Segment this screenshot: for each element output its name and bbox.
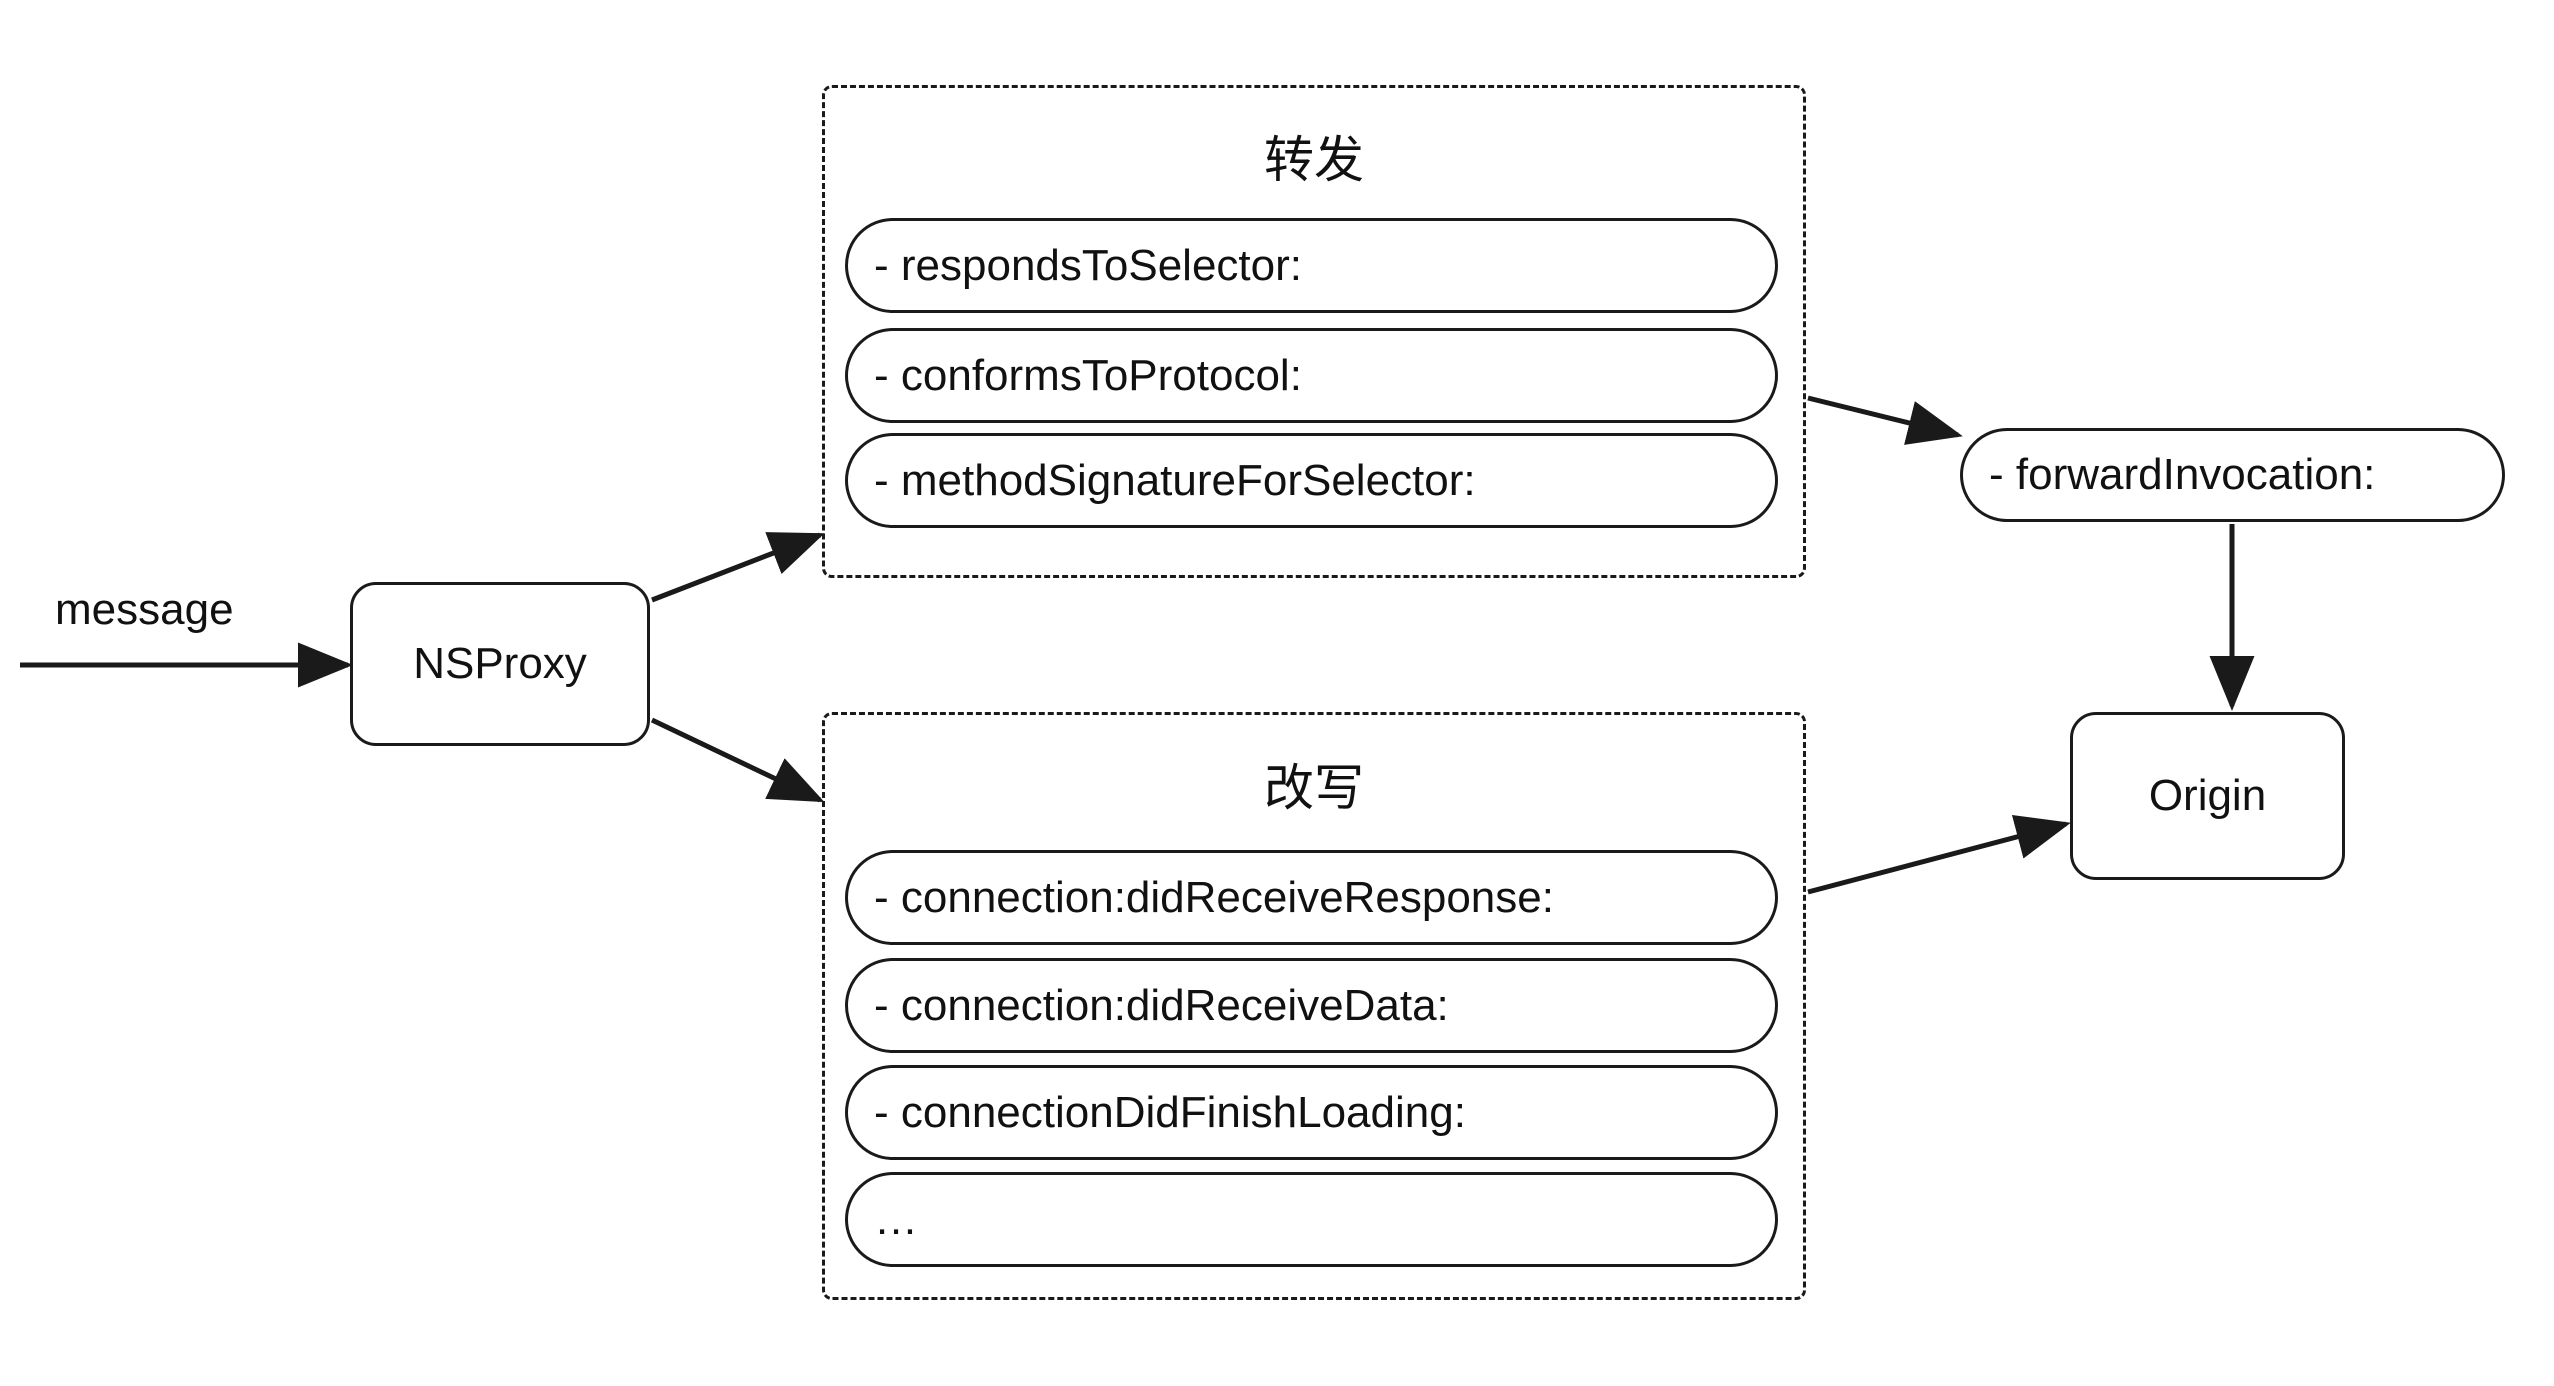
method-method-signature-for-selector[interactable]: - methodSignatureForSelector: <box>845 433 1778 528</box>
method-label: - connection:didReceiveData: <box>874 980 1449 1030</box>
method-forward-invocation[interactable]: - forwardInvocation: <box>1960 428 2505 522</box>
method-label: - methodSignatureForSelector: <box>874 455 1476 505</box>
node-origin-label: Origin <box>2148 771 2267 820</box>
method-label: - connectionDidFinishLoading: <box>874 1087 1466 1137</box>
method-responds-to-selector[interactable]: - respondsToSelector: <box>845 218 1778 313</box>
edge-label-message: message <box>55 585 234 634</box>
node-nsproxy-label: NSProxy <box>413 639 587 688</box>
method-ellipsis[interactable]: … <box>845 1172 1778 1267</box>
group-rewriting-title: 改写 <box>1264 759 1364 817</box>
method-connection-did-finish-loading[interactable]: - connectionDidFinishLoading: <box>845 1065 1778 1160</box>
proxy-to-forwarding-group <box>651 532 825 603</box>
proxy-to-rewriting-group <box>650 717 825 803</box>
method-label: - forwardInvocation: <box>1989 450 2376 499</box>
method-label: - respondsToSelector: <box>874 240 1302 290</box>
method-connection-did-receive-response[interactable]: - connection:didReceiveResponse: <box>845 850 1778 945</box>
method-label: - conformsToProtocol: <box>874 350 1302 400</box>
group-forwarding <box>822 85 1806 578</box>
method-connection-did-receive-data[interactable]: - connection:didReceiveData: <box>845 958 1778 1053</box>
group-forwarding-title: 转发 <box>1264 131 1364 189</box>
method-label: - connection:didReceiveResponse: <box>874 872 1554 922</box>
node-origin[interactable]: Origin <box>2070 712 2345 880</box>
node-nsproxy[interactable]: NSProxy <box>350 582 650 746</box>
method-conforms-to-protocol[interactable]: - conformsToProtocol: <box>845 328 1778 423</box>
forwarding-group-to-forward-invocation <box>1807 395 1963 445</box>
group-rewriting <box>822 712 1806 1300</box>
method-label: … <box>874 1194 918 1244</box>
rewriting-group-to-origin <box>1807 814 2071 895</box>
